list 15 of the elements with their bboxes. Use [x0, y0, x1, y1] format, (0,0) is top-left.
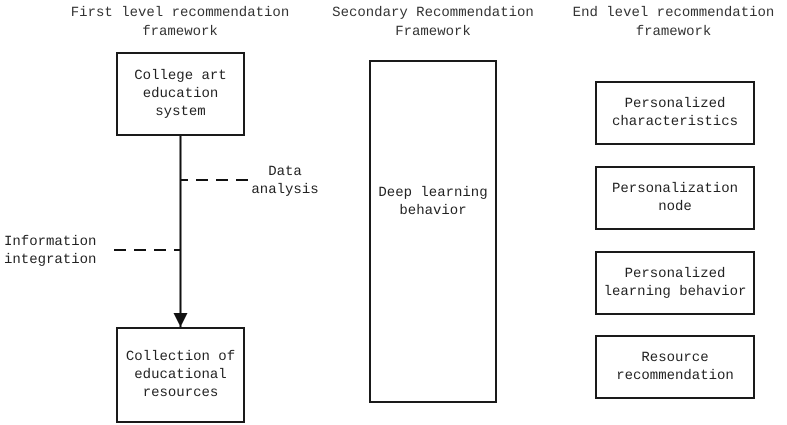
process-box: College art education system [116, 52, 245, 136]
arrow [174, 136, 188, 327]
column-heading: First level recommendation framework [70, 4, 290, 42]
column-heading: Secondary Recommendation Framework [331, 4, 535, 42]
process-box: Deep learning behavior [369, 60, 497, 403]
process-box: Personalized characteristics [595, 81, 755, 145]
column-heading: End level recommendation framework [572, 4, 776, 42]
process-box: Personalized learning behavior [595, 251, 755, 315]
dashed-line [180, 179, 248, 181]
annotation-text: Information integration [4, 232, 98, 270]
process-box: Resource recommendation [595, 335, 755, 399]
dashed-line [114, 249, 180, 251]
process-box: Personalization node [595, 166, 755, 230]
process-box: Collection of educational resources [116, 327, 245, 423]
annotation-text: Data analysis [251, 162, 319, 200]
